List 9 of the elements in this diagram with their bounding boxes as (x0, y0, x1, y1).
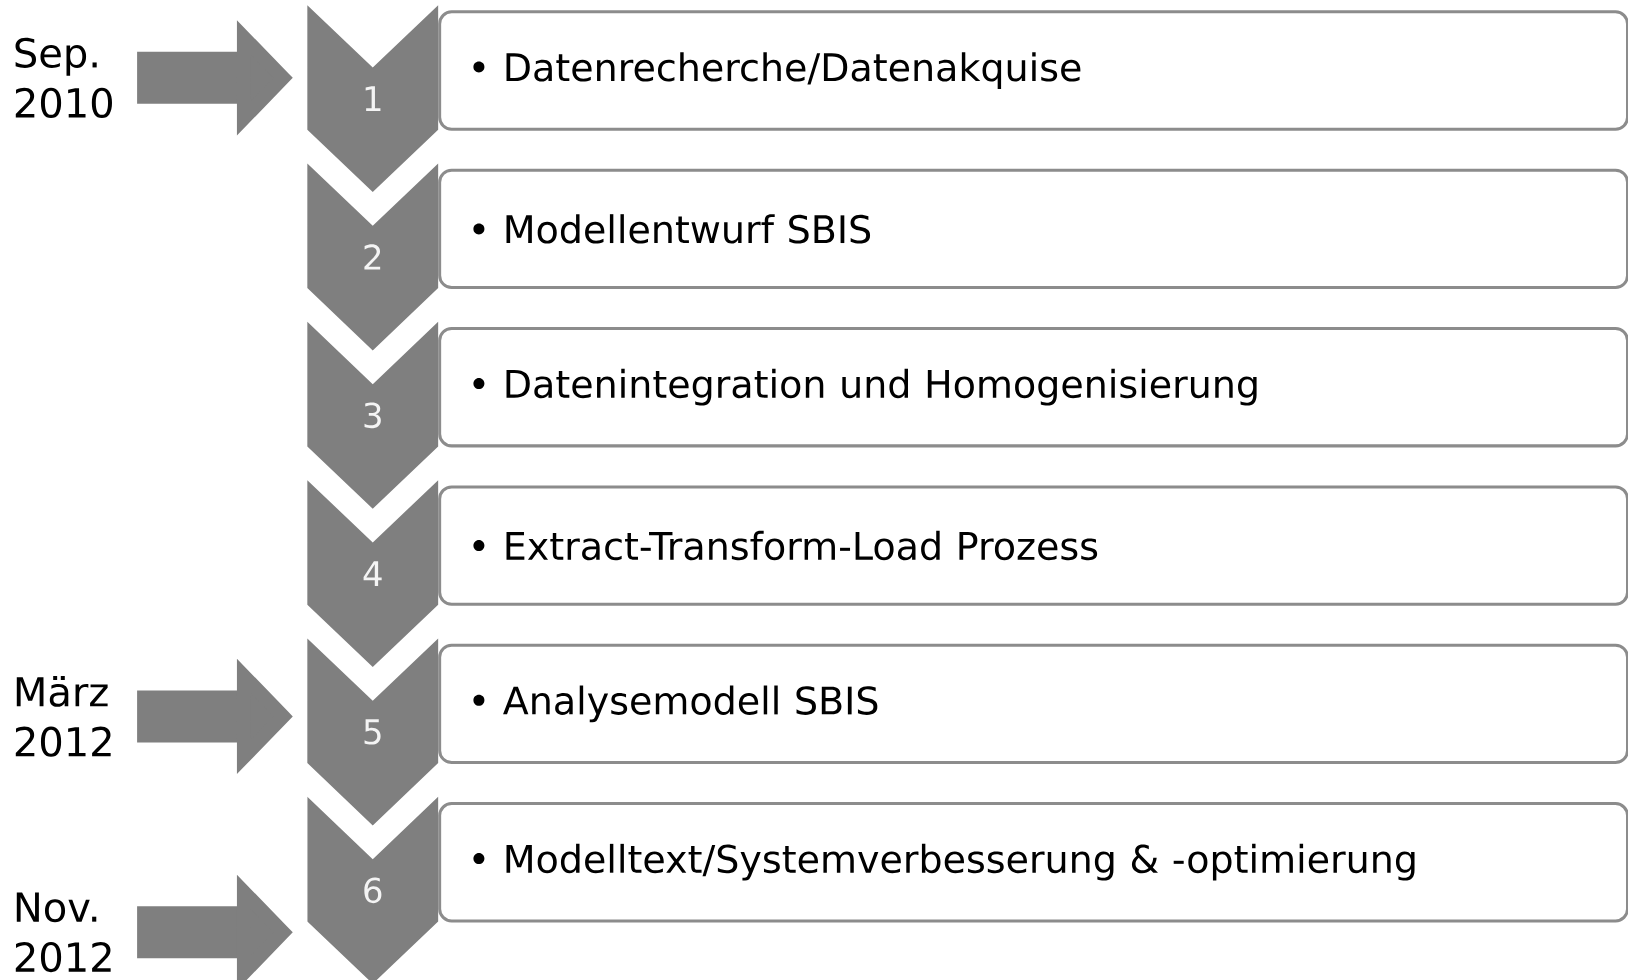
step-box: • Extract-Transform-Load Prozess (438, 485, 1628, 606)
step-box: • Datenintegration und Homogenisierung (438, 327, 1628, 448)
step-box: • Modelltext/Systemverbesserung & -optimierung (438, 802, 1628, 923)
step-box: • Analysemodell SBIS (438, 643, 1628, 764)
date-label: Sep. 2010 (15, 37, 112, 118)
step-box: • Datenrecherche/Datenakquise (438, 10, 1628, 131)
date-label: März 2012 (15, 675, 111, 757)
date-label: Nov. 2012 (15, 892, 111, 973)
step-box: • Modellentwurf SBIS (438, 168, 1628, 289)
